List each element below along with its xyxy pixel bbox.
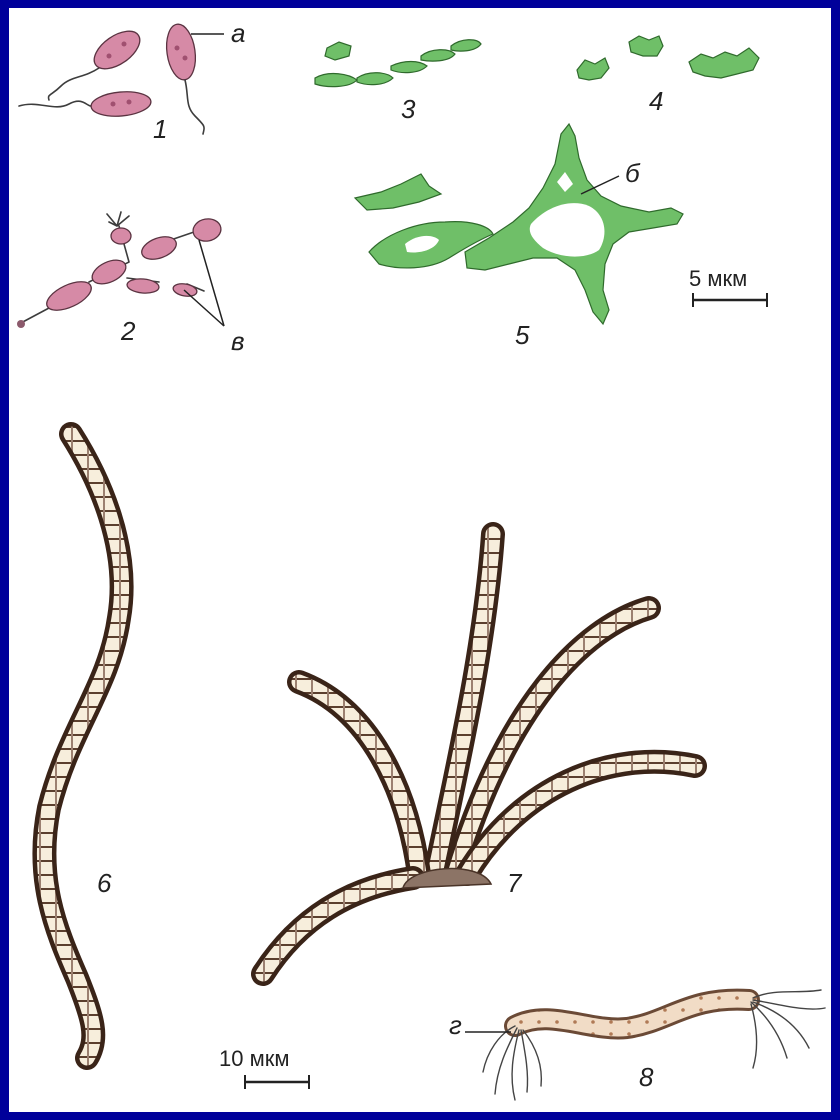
label-g: г	[449, 1010, 462, 1040]
cell-group-5	[355, 124, 683, 324]
label-2: 2	[120, 316, 136, 346]
label-b: б	[625, 158, 641, 188]
cell-group-2	[17, 212, 224, 328]
filament-6	[44, 434, 121, 1058]
figure-panel: 1 а 2 в 3 4 5	[9, 8, 831, 1112]
label-v: в	[231, 326, 245, 356]
scale-bar-bottom	[245, 1075, 309, 1089]
filament-tuft-7	[263, 534, 695, 974]
label-3: 3	[401, 94, 416, 124]
label-4: 4	[649, 86, 663, 116]
cell-group-4	[577, 36, 759, 80]
label-5: 5	[515, 320, 530, 350]
label-a: а	[231, 18, 245, 48]
label-6: 6	[97, 868, 112, 898]
label-8: 8	[639, 1062, 654, 1092]
cell-group-3	[315, 40, 481, 87]
scale-label-bottom: 10 мкм	[219, 1046, 289, 1071]
scale-label-top: 5 мкм	[689, 266, 747, 291]
cell-group-1	[19, 22, 224, 134]
scale-bar-top	[693, 293, 767, 307]
diagram-canvas: 1 а 2 в 3 4 5	[9, 8, 831, 1112]
label-7: 7	[507, 868, 523, 898]
label-1: 1	[153, 114, 167, 144]
